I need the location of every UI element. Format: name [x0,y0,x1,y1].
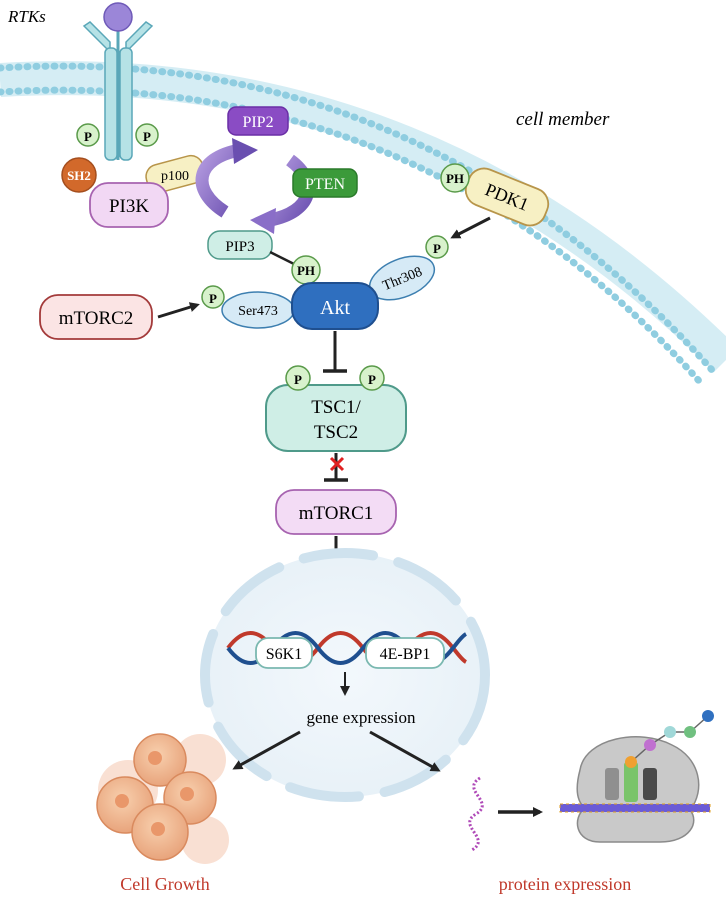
ribosome-icon [559,710,714,843]
svg-text:PH: PH [446,171,464,186]
svg-text:P: P [368,372,376,387]
svg-text:P: P [294,372,302,387]
akt-ph-domain: PH [291,255,321,285]
pten-node: PTEN [292,168,358,198]
svg-text:P: P [84,129,92,144]
pdk1-ph-domain: PH [440,163,470,193]
mrna-strand [468,776,484,852]
svg-text:P: P [209,291,217,306]
svg-text:Akt: Akt [320,297,350,319]
thr308-phospho: P [425,235,449,259]
svg-text:PTEN: PTEN [305,176,345,193]
pdk1-arrow [450,216,491,239]
tsc-complex-node: TSC1/ TSC2 [265,384,407,452]
tsc-phospho-left: P [285,365,311,391]
akt-inhibit-tsc [323,331,347,373]
svg-text:PIP3: PIP3 [225,239,254,255]
svg-text:p100: p100 [161,169,189,184]
arrow-to-cell-growth [232,730,301,770]
svg-text:4E-BP1: 4E-BP1 [380,646,431,663]
tsc-phospho-right: P [359,365,385,391]
pi3k-node: PI3K [89,182,169,228]
mtorc2-node: mTORC2 [39,294,153,340]
rtk-receptor [82,2,154,161]
svg-text:TSC2: TSC2 [314,422,358,443]
s6k1-node: S6K1 [255,637,313,669]
cell-member-label: cell member [516,109,610,130]
svg-text:PI3K: PI3K [109,196,149,217]
svg-text:TSC1/: TSC1/ [311,397,361,418]
blocked-x-icon [329,456,345,472]
mtorc1-node: mTORC1 [275,489,397,535]
pip2-node: PIP2 [227,106,289,136]
rtks-label: RTKs [7,7,46,26]
cell-growth-label: Cell Growth [120,874,210,894]
svg-text:PIP2: PIP2 [242,114,273,131]
svg-text:P: P [143,129,151,144]
svg-text:mTORC1: mTORC1 [299,503,374,524]
svg-text:mTORC2: mTORC2 [59,308,134,329]
rtk-phospho-left: P [76,123,100,147]
protein-expression-label: protein expression [499,874,631,894]
svg-text:P: P [433,241,441,256]
pip3-node: PIP3 [207,230,273,260]
gene-expression-label: gene expression [306,708,416,727]
svg-text:PH: PH [297,263,315,278]
ser473-phospho: P [201,285,225,309]
ser473-node: Ser473 [221,291,295,329]
cell-cluster-icon [96,733,229,864]
eif4ebp1-node: 4E-BP1 [365,637,445,669]
arrow-to-mrna [369,730,441,772]
svg-text:Ser473: Ser473 [238,304,278,319]
pip-cycle-arrows [195,138,315,234]
akt-node: Akt [291,282,379,330]
sh2-node: SH2 [61,157,97,193]
svg-text:S6K1: S6K1 [266,646,302,663]
mtorc2-arrow [157,302,200,319]
svg-text:SH2: SH2 [67,168,91,183]
rtk-phospho-right: P [135,123,159,147]
thr308-node: Thr308 [368,255,436,301]
p100-node: p100 [145,154,205,194]
